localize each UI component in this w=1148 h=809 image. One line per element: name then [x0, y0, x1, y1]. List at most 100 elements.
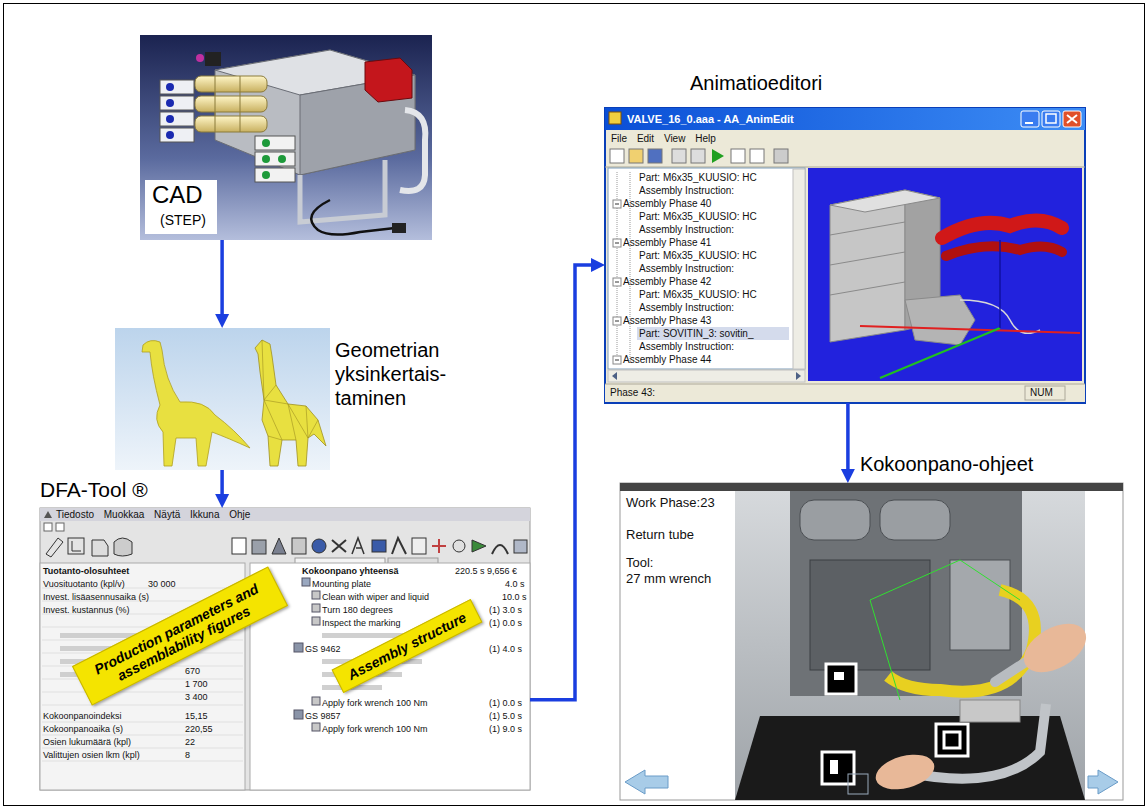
cad-model-picture-part [166, 131, 174, 139]
text-slot: (1) 0.0 s [489, 698, 522, 708]
screen-text: Assembly Phase 41 [623, 237, 711, 249]
screen-text: 4.0 s [505, 579, 525, 589]
screen-text: 10.0 s [502, 592, 527, 602]
edge-label: Kokoonpano-ohjeet [858, 452, 1035, 476]
arrow-head [215, 494, 229, 508]
screen-text: Part: M6x35_KUUSIO: HC [639, 172, 757, 184]
text-slot: GS 9462 [305, 644, 341, 654]
animation-editor-window-part [1046, 114, 1056, 123]
text-slot: Part: M6x35_KUUSIO: HC [639, 289, 757, 301]
animation-editor-window-part [942, 220, 1062, 238]
text-slot: DFA-Tool ® [40, 477, 148, 502]
screen-text: Invest. kustannus (%) [43, 605, 130, 615]
cad-model-box: CAD (STEP) [140, 35, 432, 240]
cad-model-picture-part [255, 152, 295, 166]
animation-editor-window-part [1042, 111, 1060, 127]
cad-model-picture-part [205, 52, 221, 66]
flow-arrow [215, 240, 229, 328]
screen-text: Apply fork wrench 100 Nm [322, 698, 428, 708]
animation-editor-window-part [605, 108, 1085, 130]
screen-text: (1) 0.0 s [489, 698, 522, 708]
animation-editor-box: AnimatioeditoriVALVE_16_0.aaa - AA_AnimE… [605, 108, 1085, 403]
text-slot: NUM [1030, 387, 1053, 399]
augmented-reality-screenshot-part [810, 560, 930, 670]
text-slot: Part: M6x35_KUUSIO: HC [639, 250, 757, 262]
augmented-reality-screenshot-part [822, 752, 854, 784]
screen-text: Part: M6x35_KUUSIO: HC [639, 289, 757, 301]
animation-editor-window-part [860, 326, 1080, 333]
augmented-reality-screenshot-part [826, 664, 856, 694]
text-slot: CAD [152, 181, 203, 210]
augmented-reality-screenshot-part [830, 760, 838, 774]
screen-text: Kokoonpano yhteensä [302, 566, 399, 576]
animation-editor-window-part [605, 384, 1085, 385]
animation-editor-window-part [774, 149, 788, 163]
animation-editor-window-part [731, 149, 745, 163]
simplified-geometry-picture-part [115, 328, 330, 470]
text-slot: (1) 4.0 s [489, 644, 522, 654]
text-slot: VALVE_16_0.aaa - AA_AnimEdit [627, 113, 794, 126]
step-heading: Geometrian yksinkertais- taminen [335, 338, 453, 410]
animation-editor-window-part [613, 356, 621, 364]
dfa-tool-screenshot-part [332, 540, 346, 552]
dfa-tool-screenshot-part [232, 538, 246, 554]
cad-model-picture-part [166, 83, 174, 91]
augmented-reality-screenshot-part [880, 500, 950, 540]
screen-text: Part: M6x35_KUUSIO: HC [639, 250, 757, 262]
dfa-tool-screenshot-part [44, 511, 52, 518]
cad-model-picture-part [160, 80, 194, 94]
screen-text: Kokoonpanoindeksi [43, 711, 122, 721]
text-slot: (1) 0.0 s [489, 618, 522, 628]
dfa-tool-screenshot-part [40, 508, 530, 521]
simplified-geometry-picture-part [142, 341, 250, 466]
cad-model-picture-part [160, 128, 194, 142]
animation-editor-window-part [637, 327, 789, 340]
flow-arrow [215, 470, 229, 508]
flow-arrow-line [220, 240, 224, 316]
cad-model-picture-part [311, 200, 395, 235]
dfa-tool-screenshot-part [252, 540, 266, 554]
augmented-reality-screenshot-part [944, 732, 960, 748]
text-slot: 220.5 s 9,656 € [455, 566, 517, 576]
cad-model-picture-part [262, 155, 270, 163]
dfa-tool-screenshot-part [472, 540, 486, 552]
animation-editor-window-part [605, 167, 1085, 168]
text-slot: Assembly Phase 41 [623, 237, 711, 249]
cad-model-picture-part [195, 116, 267, 132]
text-slot: Assembly Phase 44 [623, 354, 711, 366]
image-caption: CAD [152, 181, 203, 210]
screen-text: GS 9857 [305, 711, 341, 721]
text-slot: Kokoonpanoindeksi [43, 711, 122, 721]
animation-editor-window-part [830, 222, 905, 295]
animation-editor-window-part [613, 317, 621, 325]
dfa-tool-screenshot-part [250, 563, 530, 790]
cad-model-picture-part [160, 112, 194, 126]
screen-text: Assembly Instruction: [639, 341, 734, 353]
animation-editor-window-part [830, 190, 940, 212]
dfa-tool-screenshot-part [92, 540, 108, 556]
screen-text: Apply fork wrench 100 Nm [322, 724, 428, 734]
cad-model-picture-part [365, 58, 412, 102]
augmented-reality-screenshot-part [936, 724, 968, 756]
screen-text: Assembly Phase 42 [623, 276, 711, 288]
augmented-reality-screenshot-part [790, 491, 1022, 696]
text-slot: (STEP) [160, 212, 206, 229]
dfa-tool-screenshot-part [56, 523, 64, 531]
cad-model-picture-part [195, 76, 267, 92]
cad-model-picture-part [166, 115, 174, 123]
simplified-geometry-picture-part [262, 340, 318, 440]
cad-model-picture-part [262, 139, 270, 147]
instruction-text: 27 mm wrench [626, 571, 711, 587]
dfa-tool-screenshot-part [72, 541, 81, 551]
animation-editor-window-part [605, 384, 1085, 402]
dfa-tool-screenshot-part [46, 538, 63, 557]
geometry-simplification-box: Geometrian yksinkertais- taminen [115, 328, 330, 470]
animation-editor-window-part [1063, 111, 1081, 127]
text-slot: Assembly Instruction: [639, 224, 734, 236]
augmented-reality-screenshot-part [1016, 614, 1095, 683]
screen-text: 22 [185, 737, 195, 747]
text-slot: Valittujen osien lkm (kpl) [43, 750, 140, 760]
text-slot: Work Phase:23 [626, 495, 715, 511]
dfa-tool-screenshot-part [453, 540, 465, 552]
